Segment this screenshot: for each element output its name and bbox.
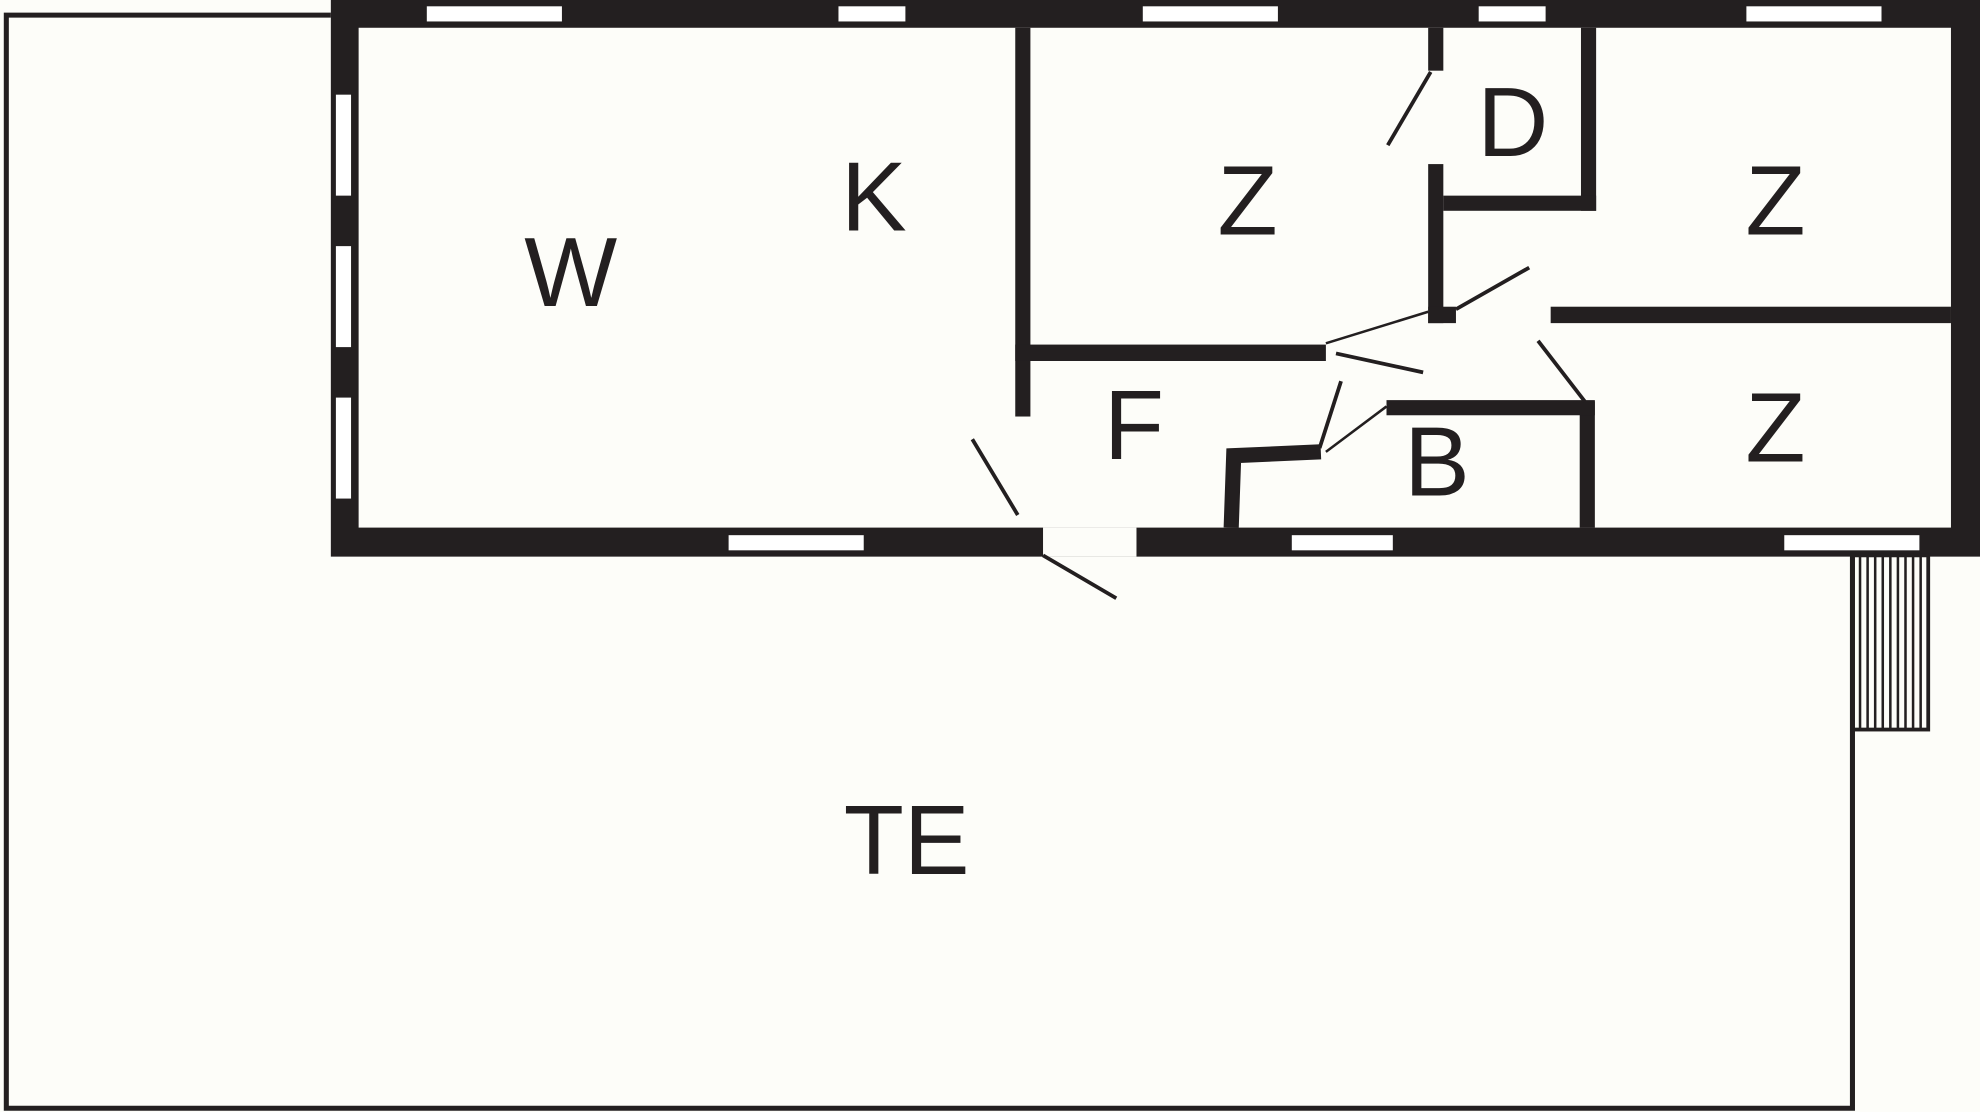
stairs: [1850, 553, 1931, 732]
room-label-living: W: [524, 217, 617, 327]
door-swings: [970, 70, 1587, 600]
room-label-bedroom-3: Z: [1745, 372, 1805, 482]
room-label-bathroom: B: [1404, 407, 1470, 517]
room-label-kitchen: K: [841, 142, 907, 252]
room-label-terrace: TE: [844, 785, 970, 895]
entrance-door-opening: [1043, 527, 1137, 557]
room-label-hall: F: [1104, 370, 1164, 480]
windows: [335, 6, 1920, 551]
exterior-walls: [330, 0, 1980, 557]
bathroom-wall: [1223, 444, 1322, 528]
room-label-bedroom-2: Z: [1745, 145, 1805, 255]
room-label-storage: D: [1477, 67, 1548, 177]
room-label-bedroom-1: Z: [1218, 145, 1278, 255]
interior-walls: [1015, 27, 1951, 528]
terrace-outline: [3, 12, 1855, 1111]
